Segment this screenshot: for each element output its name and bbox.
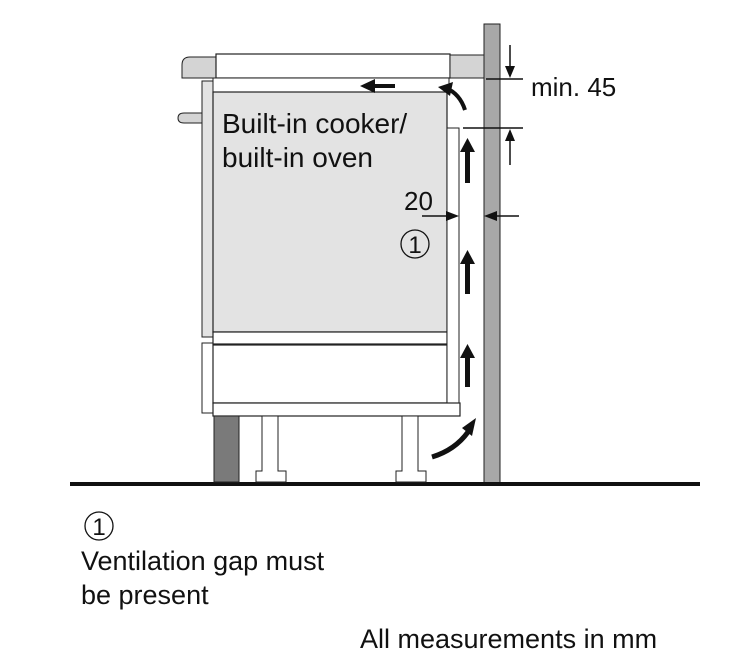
top-clearance-label: min. 45 [531,72,616,102]
hob-glass [215,53,451,79]
cabinet-top-rail [212,77,450,93]
airflow-curved-arrow-bottom [431,418,476,460]
floor-line [70,482,700,486]
legend-marker-circle [84,511,114,541]
oven-body [212,91,448,333]
ventilation-gap-marker-number: 1 [408,232,421,259]
airflow-arrows [360,79,476,460]
plinth [213,415,240,483]
airflow-up-arrow [460,138,475,183]
oven-handle [177,112,203,124]
airflow-up-arrow [460,344,475,387]
cabinet-front-panel [201,80,214,338]
cabinet-shelf [212,331,448,345]
appliance-label-line1: Built-in cooker/ [222,108,407,139]
units-note: All measurements in mm [360,624,657,654]
cabinet-foot-right [395,415,427,483]
ventilation-gap-marker-circle [400,229,430,259]
legend-text-line2: be present [81,580,209,610]
cabinet-foot-left [255,415,287,483]
airflow-curved-arrow-top [438,82,467,111]
cabinet-base [212,402,461,417]
cabinet-back-panel [446,127,460,404]
legend-text-line1: Ventilation gap must [81,546,325,576]
dimension-side-gap [422,211,519,221]
wall [483,23,501,485]
cabinet-lower-front-panel [201,342,214,414]
drawer [212,344,448,404]
airflow-left-arrow [360,79,395,93]
appliance-label-line2: built-in oven [222,142,373,173]
worktop-left [181,56,217,79]
dimension-top-clearance [463,45,523,165]
airflow-up-arrow [460,250,475,294]
side-gap-label: 20 [404,186,433,216]
legend-marker-number: 1 [92,514,105,541]
worktop-right [449,54,485,79]
